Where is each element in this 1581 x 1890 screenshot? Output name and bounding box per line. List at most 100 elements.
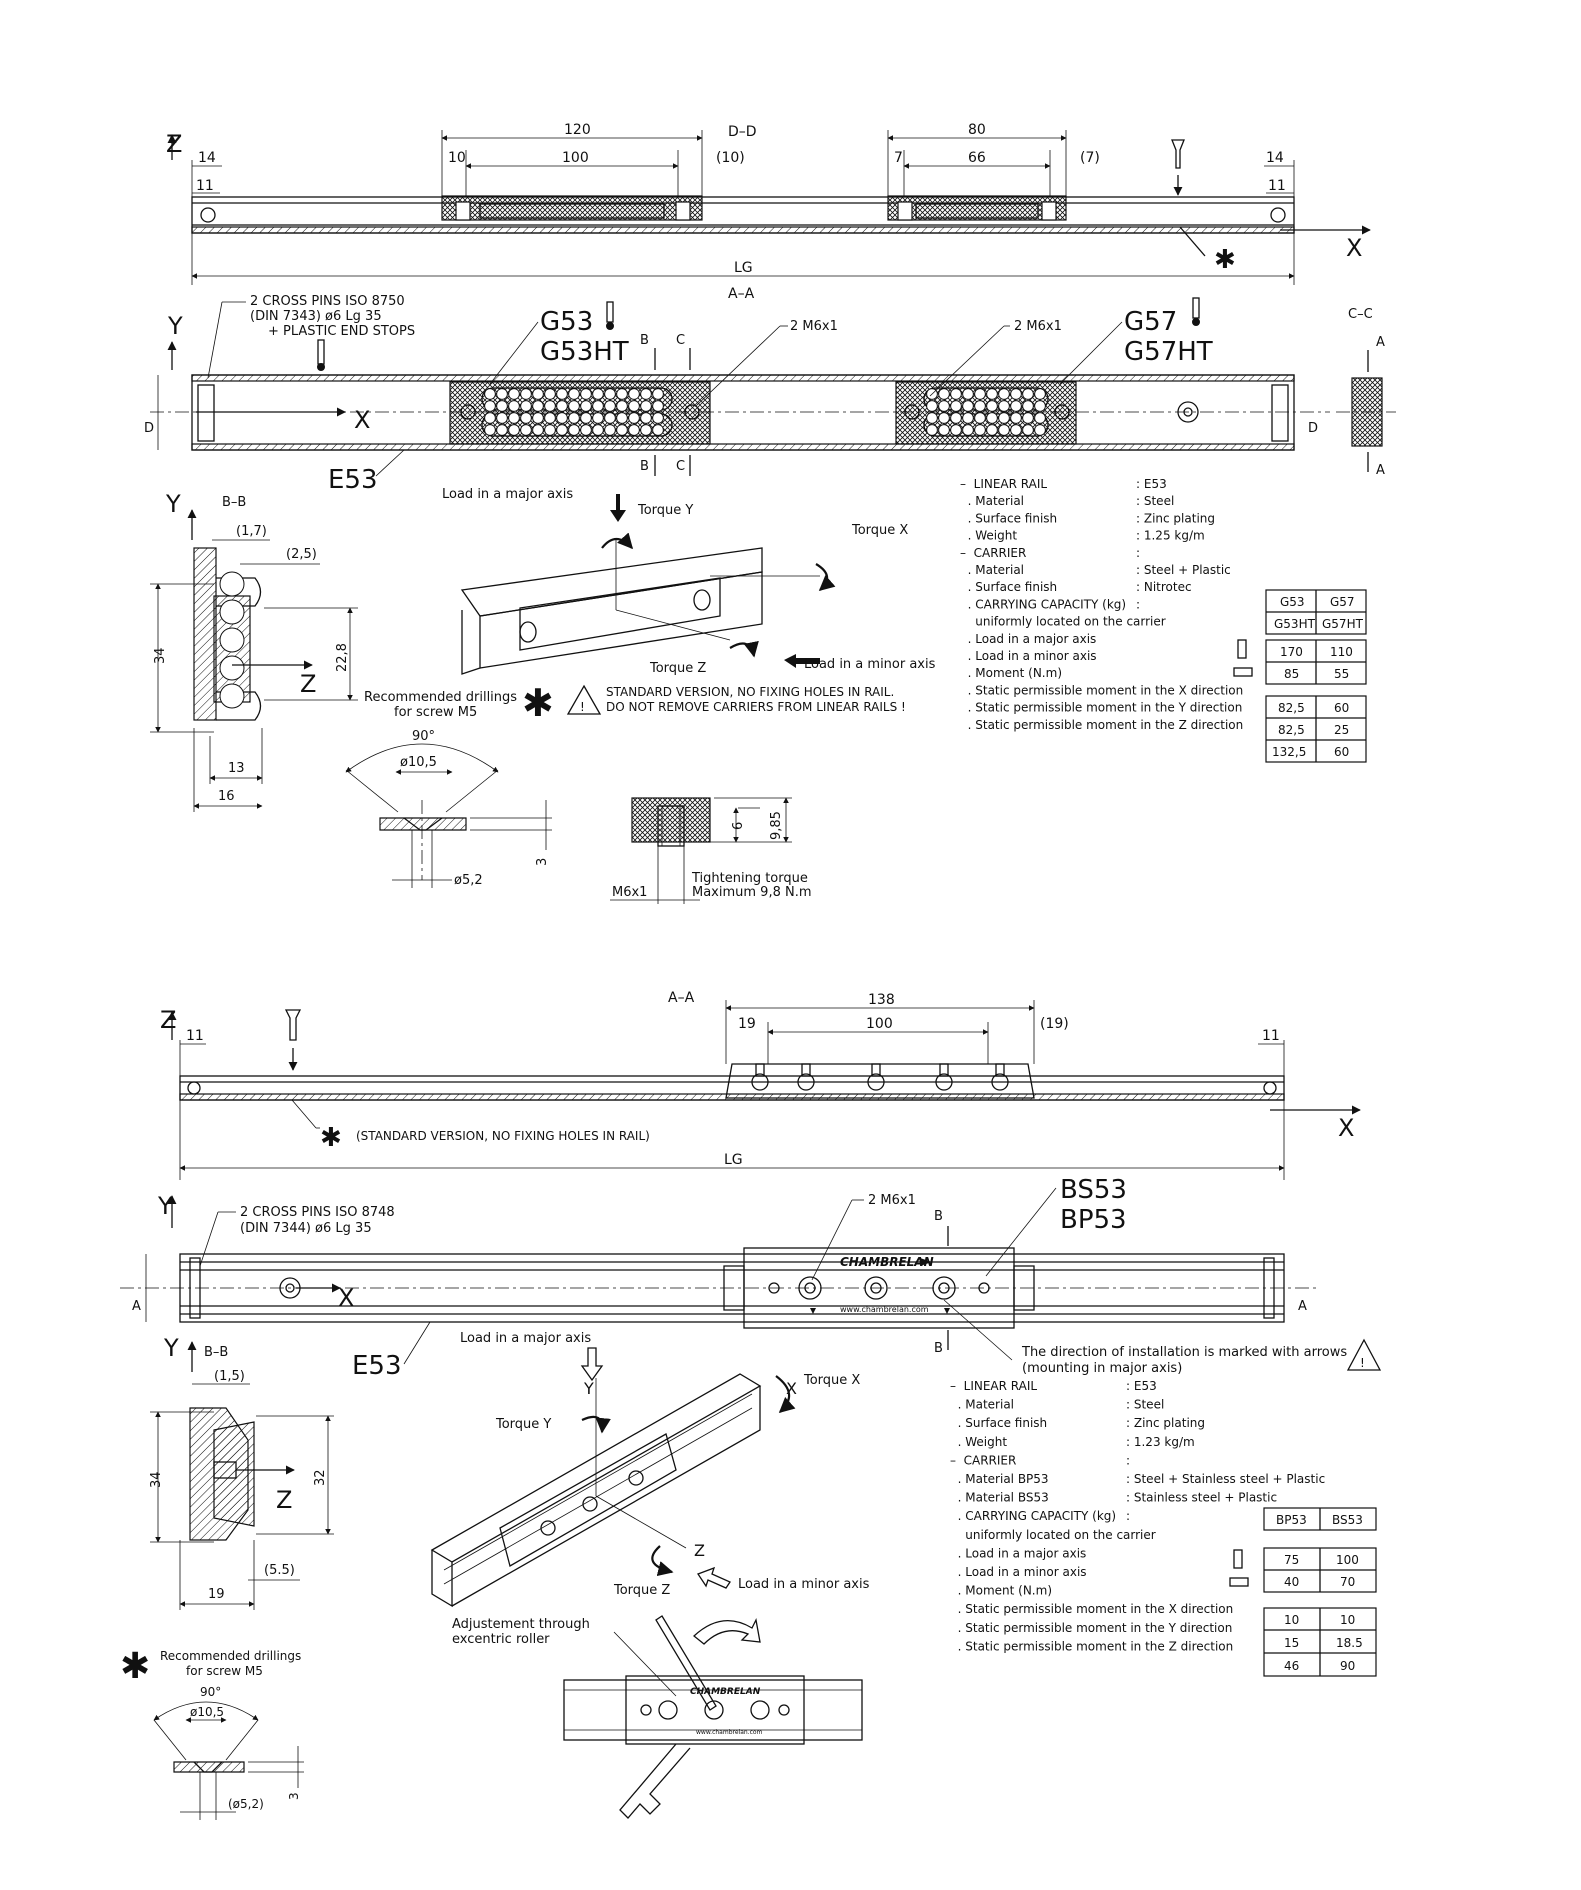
thermometer-icon [317, 339, 325, 365]
spec-value: : Steel [1126, 1398, 1164, 1412]
ball [962, 400, 974, 412]
dim-d-right: D [1308, 421, 1318, 436]
dim-7: 7 [894, 150, 903, 166]
screws-note-1: 2 M6x1 [790, 319, 838, 334]
rail-name-e53: E53 [328, 465, 378, 495]
bottom-iso-view: Load in a major axis Y Torque X X Torque… [430, 1331, 870, 1608]
moment-x-bs53: 10 [1340, 1613, 1355, 1627]
top-plan-view: A–A 2 CROSS PINS ISO 8750 (DIN 7343) ø6 … [144, 286, 1396, 495]
spec-key: . Static permissible moment in the Y dir… [950, 1621, 1232, 1635]
load-minor-arrow-icon-bottom [697, 1566, 731, 1589]
moment-z-bs53: 90 [1340, 1659, 1355, 1673]
ball [592, 412, 604, 424]
drill-dia-top-bottom: ø10,5 [190, 1705, 224, 1719]
ball [1010, 400, 1022, 412]
ball [926, 412, 938, 424]
spec-key: – CARRIER [950, 1453, 1016, 1467]
ball [1022, 424, 1034, 436]
direction-note-1: The direction of installation is marked … [1021, 1345, 1347, 1360]
ball [544, 400, 556, 412]
spec-value: : Steel + Plastic [1136, 563, 1231, 577]
cut-b-bottom-top: B [934, 1209, 943, 1224]
ball [508, 400, 520, 412]
cut-b-bottom: B [640, 459, 649, 474]
iso-axis-z: Z [694, 1541, 705, 1560]
rail-base-hatch [191, 226, 1295, 234]
warning-line-1: STANDARD VERSION, NO FIXING HOLES IN RAI… [606, 685, 894, 699]
minor-axis-icon [1233, 667, 1253, 677]
screws-note-2: 2 M6x1 [1014, 319, 1062, 334]
wrench-icon [619, 1743, 691, 1819]
ball [544, 412, 556, 424]
ball [950, 388, 962, 400]
spec-key: . Weight [960, 529, 1017, 543]
ball [640, 388, 652, 400]
ball [998, 412, 1010, 424]
ball [974, 400, 986, 412]
drill-depth-bottom: 3 [287, 1792, 301, 1800]
svg-text:A: A [1376, 463, 1385, 478]
warning-triangle-icon [566, 684, 602, 715]
top-drill-detail: 90° ø10,5 ø5,2 3 [345, 729, 552, 888]
load-major-arrow-icon-bottom [580, 1347, 604, 1382]
section-cc-drawing: A A [1336, 335, 1396, 478]
pins-note-line3: + PLASTIC END STOPS [268, 324, 415, 339]
ball [926, 400, 938, 412]
carrier-iso-bottom [499, 1433, 677, 1567]
ball [640, 424, 652, 436]
spec-key: uniformly located on the carrier [950, 1528, 1156, 1542]
axis-z-bb: Z [300, 670, 316, 698]
fixing-hole [1177, 401, 1199, 423]
dim-120: 120 [564, 122, 591, 138]
ball [974, 424, 986, 436]
spec-value: : 1.25 kg/m [1136, 529, 1205, 543]
ball [568, 388, 580, 400]
rollers [751, 1063, 1009, 1091]
label-load-minor: Load in a minor axis [804, 657, 936, 672]
dim-2-5: (2,5) [286, 547, 317, 562]
ball [1034, 400, 1046, 412]
dim-32: 32 [313, 1469, 328, 1486]
svg-text:!: ! [1360, 1356, 1365, 1370]
ball [998, 424, 1010, 436]
roller-axle [801, 1063, 811, 1077]
spec-key: . Material [960, 563, 1024, 577]
ball [652, 388, 664, 400]
spec-key: . Weight [950, 1435, 1007, 1449]
roller [991, 1073, 1009, 1091]
spec-key: – LINEAR RAIL [960, 477, 1047, 491]
cut-b-top: B [640, 333, 649, 348]
end-pin-left [200, 207, 216, 223]
axis-y-bb-bottom: Y [163, 1334, 179, 1362]
ball [950, 412, 962, 424]
section-label-cc: C–C [1348, 307, 1373, 322]
ball [1022, 412, 1034, 424]
section-label-aa: A–A [728, 286, 755, 302]
screws-note-bottom: 2 M6x1 [868, 1193, 916, 1208]
spec-value: : Steel + Stainless steel + Plastic [1126, 1472, 1325, 1486]
dim-right-11: 11 [1268, 178, 1286, 194]
roller [751, 1073, 769, 1091]
dim-34: 34 [153, 647, 168, 664]
end-pin-right [1270, 207, 1286, 223]
rail-section [193, 547, 217, 721]
spec-key: – LINEAR RAIL [950, 1379, 1037, 1393]
spec-value: : Nitrotec [1136, 580, 1192, 594]
adjust-line-1: Adjustement through [452, 1617, 590, 1632]
thermometer-icon-g53 [606, 301, 614, 323]
ball [520, 424, 532, 436]
dim-d-left: D [144, 421, 154, 436]
dim-9-85: 9,85 [769, 811, 784, 840]
spec-key: . Static permissible moment in the Z dir… [960, 718, 1243, 732]
ball [616, 388, 628, 400]
bottom-section-bb: Y B–B (1,5) Z 34 32 (5.5) 19 [149, 1334, 334, 1610]
rail-iso-top [460, 547, 763, 617]
head-g57ht: G57HT [1322, 617, 1364, 631]
label-torque-y: Torque Y [637, 503, 693, 518]
head-g53: G53 [1280, 595, 1305, 609]
drill-title-2: for screw M5 [394, 705, 477, 720]
dim-34-bottom: 34 [149, 1471, 164, 1488]
ball [556, 388, 568, 400]
top-section-bb: Y B–B Z (1,7) (2,5) 34 22,8 13 16 [150, 490, 358, 812]
pins-note-bottom-2: (DIN 7344) ø6 Lg 35 [240, 1221, 372, 1236]
